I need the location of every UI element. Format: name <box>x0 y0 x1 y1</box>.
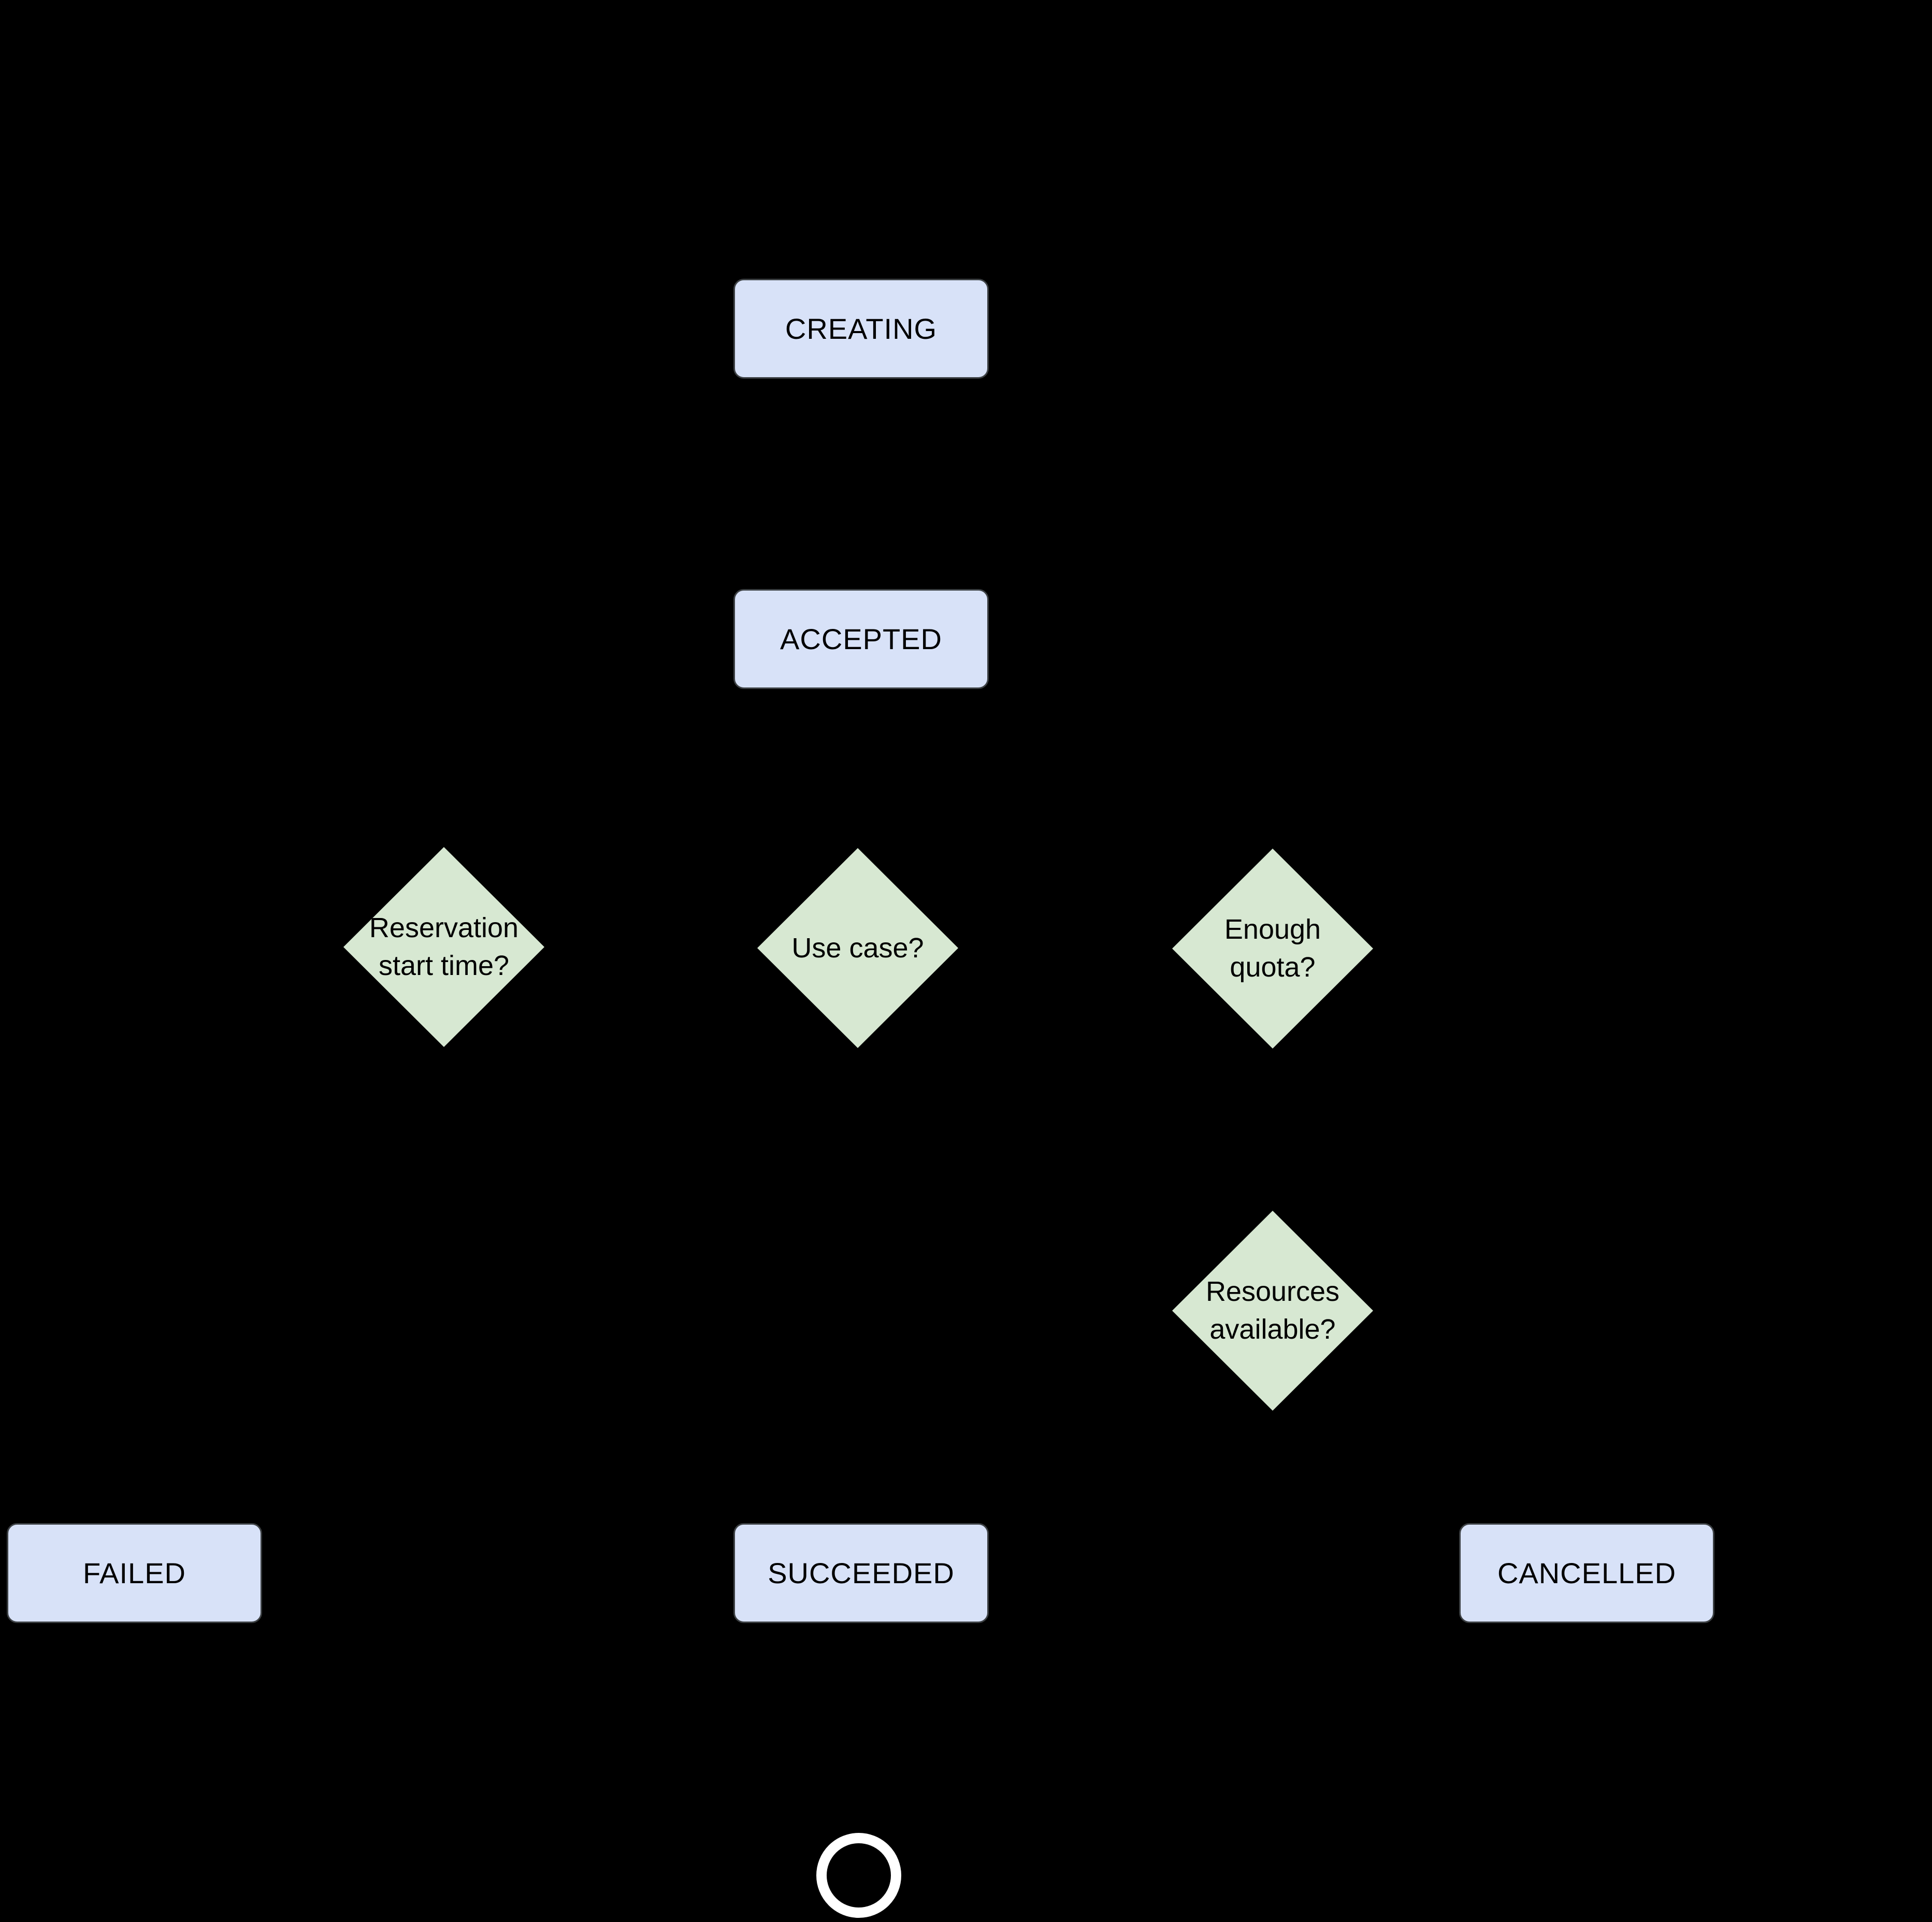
state-node-cancelled: CANCELLED <box>1459 1523 1714 1623</box>
decision-node-resources-available: Resources available? <box>1172 1211 1373 1411</box>
state-node-succeeded: SUCCEEDED <box>733 1523 989 1623</box>
decision-label-use-case: Use case? <box>791 932 924 964</box>
decision-node-use-case: Use case? <box>757 848 958 1048</box>
state-label-failed: FAILED <box>83 1557 186 1589</box>
state-node-accepted: ACCEPTED <box>733 589 989 689</box>
state-label-creating: CREATING <box>785 312 938 345</box>
decision-node-enough-quota: Enough quota? <box>1172 849 1373 1049</box>
state-label-cancelled: CANCELLED <box>1497 1557 1677 1589</box>
state-label-succeeded: SUCCEEDED <box>768 1557 955 1589</box>
decision-label-resources-available: Resources available? <box>1205 1276 1340 1345</box>
state-node-creating: CREATING <box>733 279 989 379</box>
end-state-ring-icon <box>816 1833 901 1918</box>
state-label-accepted: ACCEPTED <box>780 623 942 655</box>
decision-label-enough-quota: Enough quota? <box>1224 914 1321 983</box>
state-node-failed: FAILED <box>7 1523 262 1623</box>
decision-label-reservation-start-time: Reservation start time? <box>369 912 519 981</box>
decision-node-reservation-start-time: Reservation start time? <box>343 847 544 1047</box>
